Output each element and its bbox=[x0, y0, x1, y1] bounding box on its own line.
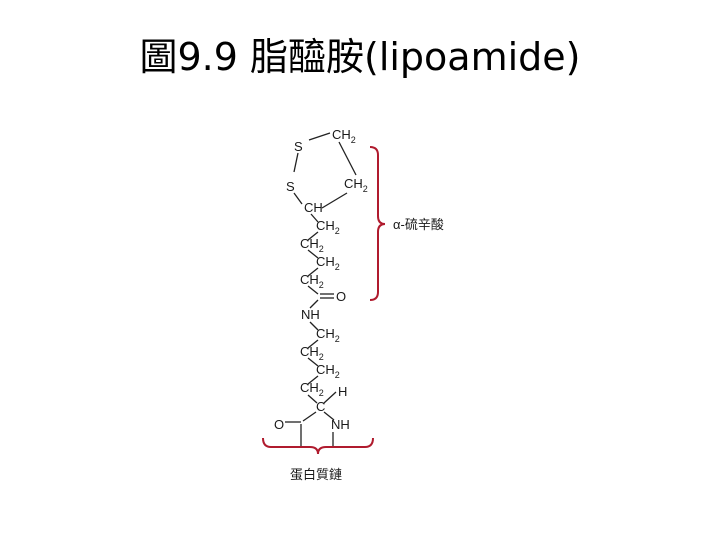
atom-ch2-ring-top: CH2 bbox=[332, 127, 356, 145]
atom-carbonyl-o: O bbox=[336, 289, 346, 304]
lipoic-acid-brace bbox=[369, 146, 386, 301]
bond-lys-3 bbox=[307, 357, 319, 367]
bond-c-nh bbox=[309, 299, 319, 309]
lipoic-acid-label: α-硫辛酸 bbox=[393, 217, 444, 232]
bond-lys-4 bbox=[307, 375, 319, 385]
bond-chain-2 bbox=[307, 231, 319, 241]
bond-ch2right-ch bbox=[321, 192, 348, 209]
atom-h: H bbox=[338, 384, 347, 399]
bond-lys-5 bbox=[307, 394, 318, 404]
atoms: S S CH2 CH2 CH CH2 CH2 CH2 CH2 O NH CH2 … bbox=[274, 127, 368, 432]
atom-chain-1: CH2 bbox=[316, 218, 340, 236]
bond-lys-1 bbox=[309, 321, 319, 331]
slide-title: 圖9.9 脂醯胺(lipoamide) bbox=[139, 35, 581, 79]
bond-c-h bbox=[323, 391, 337, 404]
atom-chain-3: CH2 bbox=[316, 254, 340, 272]
atom-chain-2: CH2 bbox=[300, 236, 324, 254]
atom-ch2-ring-right: CH2 bbox=[344, 176, 368, 194]
bond-chain-5 bbox=[307, 285, 319, 295]
bond-chain-1 bbox=[310, 213, 319, 223]
bonds bbox=[285, 132, 357, 446]
bond-c-backbone-right bbox=[323, 411, 335, 421]
atom-lys-3: CH2 bbox=[316, 362, 340, 380]
bond-chain-4 bbox=[307, 267, 319, 277]
atom-amide-nh: NH bbox=[301, 307, 320, 322]
protein-chain-label: 蛋白質鏈 bbox=[290, 467, 342, 482]
bond-ch2top-ch2right bbox=[338, 141, 357, 176]
atom-ch-branch: CH bbox=[304, 200, 323, 215]
atom-lys-4: CH2 bbox=[300, 380, 324, 398]
atom-chain-4: CH2 bbox=[300, 272, 324, 290]
bond-lys-2 bbox=[307, 339, 319, 349]
atom-lys-1: CH2 bbox=[316, 326, 340, 344]
atom-backbone-nh: NH bbox=[331, 417, 350, 432]
bond-s2-ch bbox=[293, 192, 303, 205]
bond-s1-ch2top bbox=[308, 132, 331, 141]
atom-lys-2: CH2 bbox=[300, 344, 324, 362]
atom-s1: S bbox=[294, 139, 303, 154]
protein-chain-brace bbox=[262, 437, 374, 455]
atom-s2: S bbox=[286, 179, 295, 194]
atom-backbone-o: O bbox=[274, 417, 284, 432]
bond-s1-s2 bbox=[293, 152, 299, 173]
bond-c-backbone-left bbox=[302, 411, 317, 422]
bond-chain-3 bbox=[307, 249, 319, 259]
atom-alpha-c: C bbox=[316, 399, 325, 414]
